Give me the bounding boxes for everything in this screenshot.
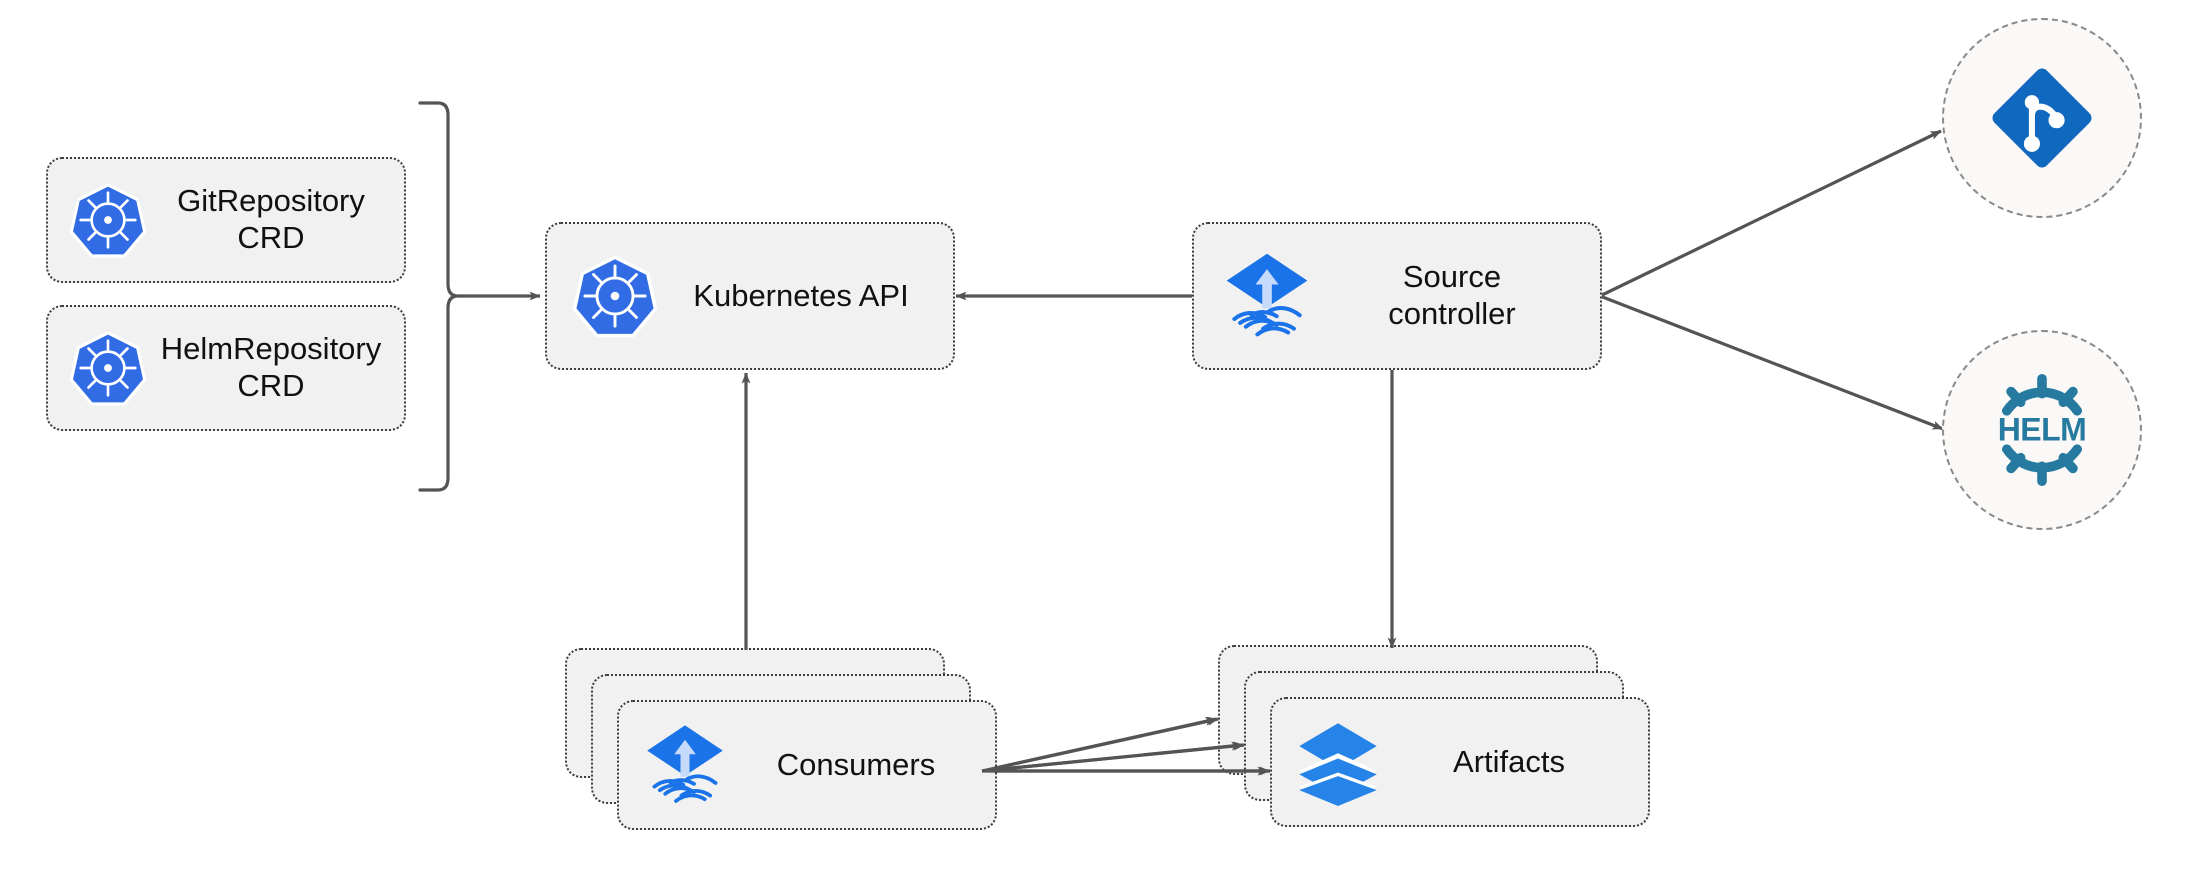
flux-icon bbox=[1212, 241, 1322, 351]
node-label: HelmRepository CRD bbox=[160, 331, 382, 403]
node-source-controller[interactable]: Source controller bbox=[1192, 222, 1602, 370]
kubernetes-icon bbox=[60, 320, 156, 416]
node-helm-source[interactable]: HELM bbox=[1942, 330, 2142, 530]
kubernetes-icon bbox=[60, 172, 156, 268]
node-artifacts[interactable]: Artifacts bbox=[1270, 697, 1650, 827]
node-git-repository-crd[interactable]: GitRepository CRD bbox=[46, 157, 406, 283]
flux-icon bbox=[635, 715, 735, 815]
node-consumers[interactable]: Consumers bbox=[617, 700, 997, 830]
node-label: GitRepository CRD bbox=[177, 183, 365, 255]
node-label: Consumers bbox=[776, 746, 936, 782]
edge-consumers-to-artifacts-mid bbox=[981, 741, 1243, 773]
layers-icon bbox=[1288, 712, 1388, 812]
edge-source-controller-to-helm bbox=[1599, 294, 1944, 431]
node-label: Kubernetes API bbox=[693, 277, 909, 313]
edge-consumers-to-artifacts-1 bbox=[981, 716, 1219, 773]
edge-consumers-to-artifacts-top bbox=[981, 716, 1217, 773]
helm-wordmark: HELM bbox=[1998, 412, 2087, 448]
crd-group-brace bbox=[418, 101, 459, 492]
kubernetes-icon bbox=[563, 244, 667, 348]
node-helm-repository-crd[interactable]: HelmRepository CRD bbox=[46, 305, 406, 431]
edge-consumers-to-artifacts-2 bbox=[981, 741, 1245, 773]
node-label: Artifacts bbox=[1453, 743, 1565, 779]
git-icon bbox=[1992, 68, 2092, 168]
node-git-source[interactable] bbox=[1942, 18, 2142, 218]
node-label: Source controller bbox=[1388, 259, 1516, 331]
helm-icon: HELM bbox=[1998, 374, 2087, 486]
node-kubernetes-api[interactable]: Kubernetes API bbox=[545, 222, 955, 370]
edge-source-controller-to-git bbox=[1599, 129, 1942, 298]
